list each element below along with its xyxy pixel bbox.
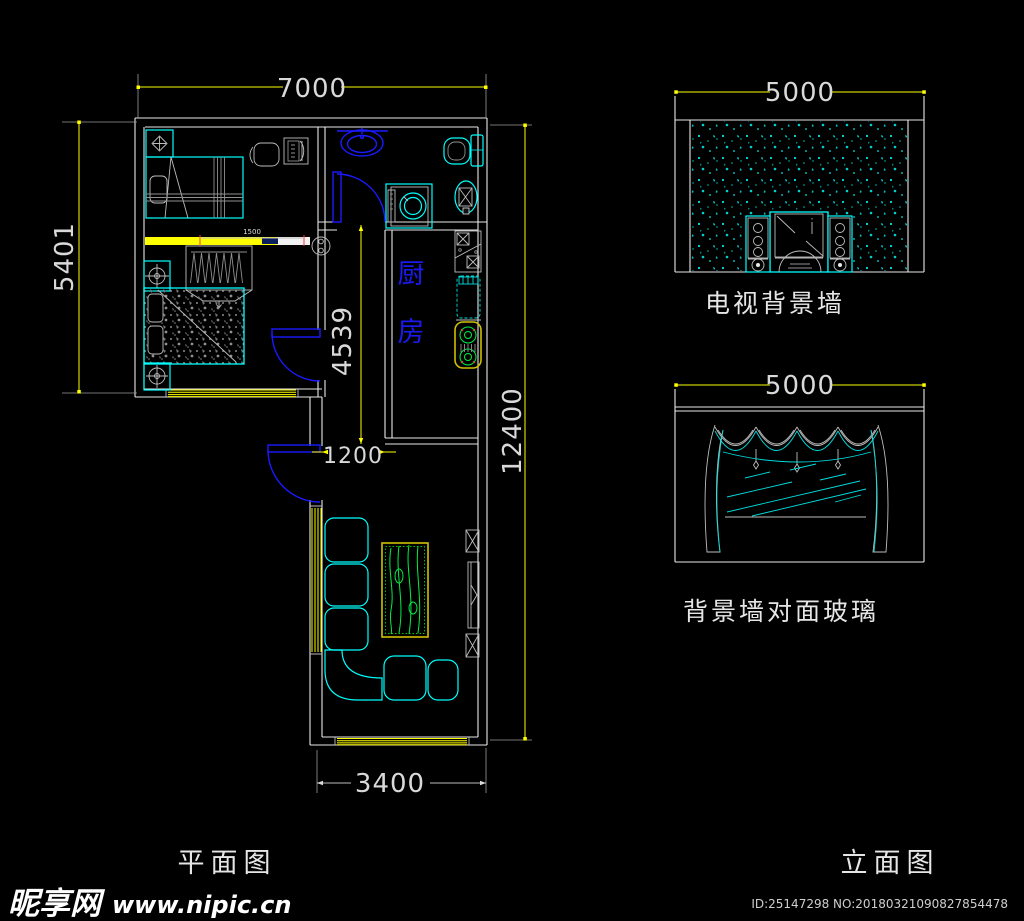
speaker-right-icon: [827, 215, 853, 273]
watermark: 昵享网 www.nipic.cn: [8, 886, 291, 921]
entry-door: [267, 444, 321, 503]
dimensions: 7000 5401 12400 4539: [50, 74, 532, 799]
floor-drain-icon: [454, 180, 478, 215]
living-room: [324, 517, 480, 701]
coffee-table-icon: [381, 542, 429, 638]
floor-plan-title: 平面图: [178, 848, 277, 879]
dim-5000-tv: 5000: [674, 78, 926, 108]
tv-icon: [769, 211, 829, 273]
column-symbol: [311, 236, 331, 256]
bedroom2: [143, 245, 253, 391]
chair-icon: [249, 142, 280, 167]
toilet-icon: [443, 134, 484, 167]
closet-dim-text: 1500: [243, 228, 261, 236]
tv-wall-label: 电视背景墙: [705, 289, 845, 318]
washbasin-icon: [340, 128, 384, 157]
kitchen-label-char2: 房: [398, 317, 425, 348]
partition-band: 1500: [145, 228, 331, 256]
glass-wall-label: 背景墙对面玻璃: [683, 597, 879, 626]
svg-text:5000: 5000: [765, 371, 835, 401]
glass-panel-icon: [725, 463, 867, 518]
sink-icon: [454, 321, 482, 369]
svg-text:5000: 5000: [765, 78, 835, 108]
dim-top-7000: 7000: [136, 74, 488, 118]
bathroom: [332, 128, 484, 229]
double-bed-icon: [143, 287, 245, 365]
watermark-url: www.nipic.cn: [112, 891, 291, 919]
dim-left-5401: 5401: [50, 120, 137, 394]
svg-text:12400: 12400: [498, 387, 528, 475]
footer-id-text: ID:25147298 NO:20180321090827854478: [751, 897, 1008, 911]
tv-cabinet-icon: [465, 529, 480, 658]
nightstand-icon: [143, 362, 171, 391]
kitchen-label-char1: 厨: [398, 259, 425, 290]
dim-right-12400: 12400: [490, 123, 532, 741]
elevation-glass-wall: 5000 背景墙对面玻璃: [674, 371, 926, 626]
sofa-icon: [324, 517, 459, 701]
curtain-icon: [704, 424, 889, 553]
counter-icon: [456, 275, 481, 321]
dim-entry-1200: 1200: [312, 444, 396, 469]
svg-text:1200: 1200: [323, 444, 383, 469]
bedroom1: [145, 129, 309, 219]
svg-text:7000: 7000: [277, 74, 347, 104]
svg-text:5401: 5401: [50, 222, 80, 292]
dim-5000-glass: 5000: [674, 371, 926, 401]
kitchen: 厨 房: [398, 230, 482, 369]
bathroom-door: [332, 171, 386, 223]
single-bed-icon: [145, 156, 244, 219]
elevation-title: 立面图: [841, 848, 940, 879]
floor-plan: 1500: [50, 74, 532, 799]
dim-corridor-4539: 4539: [328, 225, 364, 444]
glass-wall-frame: [674, 389, 925, 563]
window-living-bottom: [334, 737, 470, 746]
window-living-left: [310, 505, 322, 655]
watermark-site: 昵享网: [8, 886, 106, 921]
cabinet-icon: [283, 137, 309, 165]
stove-icon: [454, 230, 482, 273]
speaker-left-icon: [745, 215, 771, 273]
bedroom2-door: [271, 328, 321, 382]
elevation-tv-wall: 5000: [674, 78, 926, 318]
dim-bottom-3400: 3400: [316, 748, 487, 799]
washing-machine-icon: [385, 183, 433, 229]
svg-text:3400: 3400: [355, 769, 425, 799]
svg-text:4539: 4539: [328, 306, 358, 376]
